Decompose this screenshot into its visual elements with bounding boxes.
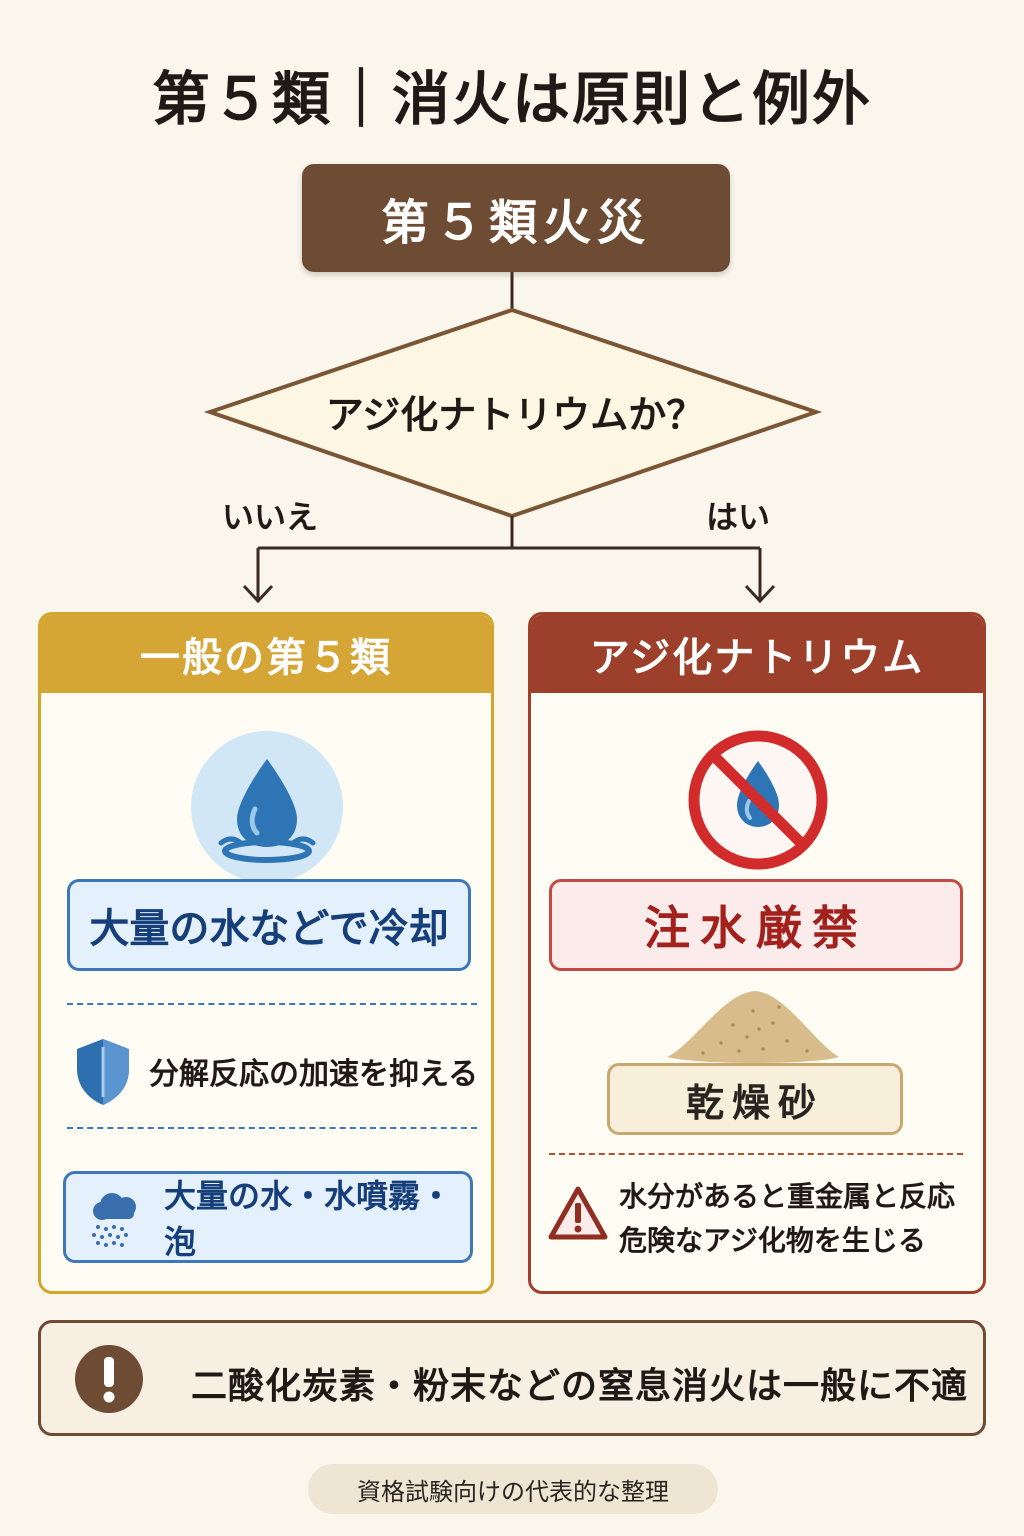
sodium-azide-panel: アジ化ナトリウム 注水厳禁 乾燥砂 水分があると重金属と反応 危険なアジ化物を生… <box>528 612 986 1294</box>
no-water-icon <box>688 730 828 870</box>
exclamation-icon <box>75 1345 143 1413</box>
top-box-fire-class5: 第５類火災 <box>302 164 730 272</box>
dry-sand-box: 乾燥砂 <box>607 1063 903 1135</box>
water-prohibited-box: 注水厳禁 <box>549 879 963 971</box>
divider <box>67 1003 477 1005</box>
extinguishing-methods-box: 大量の水・水噴霧・泡 <box>63 1171 473 1263</box>
note-text: 二酸化炭素・粉末などの窒息消火は一般に不適 <box>191 1366 969 1407</box>
divider <box>67 1127 477 1129</box>
methods-text: 大量の水・水噴霧・泡 <box>164 1177 453 1261</box>
branch-label-yes: はい <box>706 498 771 536</box>
footer-caption: 資格試験向けの代表的な整理 <box>308 1464 718 1514</box>
water-drop-icon <box>191 731 343 883</box>
suppress-decomposition-text: 分解反応の加速を抑える <box>149 1057 479 1092</box>
arrow-right-head <box>744 584 776 604</box>
page-title: 第５類｜消火は原則と例外 <box>151 65 872 133</box>
decision-question: アジ化ナトリウムか？ <box>325 393 705 437</box>
note-box: 二酸化炭素・粉末などの窒息消火は一般に不適 <box>38 1320 986 1436</box>
flow-connectors <box>203 272 823 604</box>
arrow-left-head <box>242 584 274 604</box>
warning-triangle-icon <box>548 1186 608 1240</box>
warning-line-2: 危険なアジ化物を生じる <box>619 1224 926 1257</box>
warning-line-1: 水分があると重金属と反応 <box>619 1180 956 1213</box>
water-spray-icon <box>92 1193 136 1247</box>
cooling-method-box: 大量の水などで冷却 <box>67 879 471 971</box>
branch-label-no: いいえ <box>222 498 319 536</box>
general-class5-heading: 一般の第５類 <box>41 615 491 693</box>
shield-icon <box>77 1039 129 1105</box>
sodium-azide-heading: アジ化ナトリウム <box>531 615 983 693</box>
warning-text: 水分があると重金属と反応 危険なアジ化物を生じる <box>619 1175 955 1263</box>
sand-pile-icon <box>667 991 839 1063</box>
divider <box>549 1153 963 1155</box>
general-class5-panel: 一般の第５類 大量の水などで冷却 分解反応の加速を抑える <box>38 612 494 1294</box>
